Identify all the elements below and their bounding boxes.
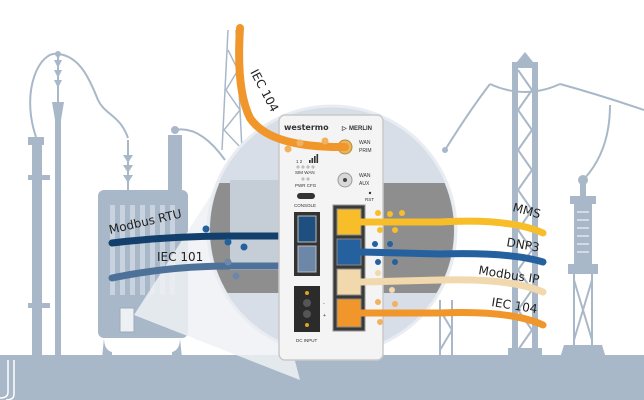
status-leds bbox=[296, 165, 315, 181]
label-iec-101: IEC 101 bbox=[157, 250, 203, 264]
cable-dots-right bbox=[372, 210, 405, 325]
wan-aux-connector-pin bbox=[343, 178, 347, 182]
dc-plus-label: + bbox=[323, 313, 326, 319]
right-insulator-post bbox=[560, 175, 606, 358]
product-logo-arrow-icon: ▷ bbox=[341, 125, 347, 132]
ethernet-port-1[interactable] bbox=[336, 208, 362, 236]
sim-numbers: 1 2 bbox=[296, 159, 303, 164]
wan-prim-label-2: PRIM bbox=[359, 148, 372, 154]
label-dnp3: DNP3 bbox=[505, 235, 540, 255]
cabinet-panel bbox=[230, 180, 285, 270]
dc-input-label: DC INPUT bbox=[296, 338, 318, 343]
wan-prim-label: WAN bbox=[359, 140, 371, 146]
sfp-ports bbox=[294, 212, 320, 276]
label-iec-104-top: IEC 104 bbox=[247, 67, 281, 114]
dc-input-connector[interactable] bbox=[294, 286, 320, 332]
cable-modbus-rtu bbox=[108, 232, 304, 247]
rst-label: RST bbox=[365, 197, 374, 202]
dc-minus-label: - bbox=[323, 301, 325, 307]
product-logo: ▷ MERLIN bbox=[341, 125, 372, 132]
wan-aux-label-2: AUX bbox=[359, 181, 370, 187]
sfp-port-1[interactable] bbox=[297, 215, 317, 243]
cable-mms bbox=[357, 217, 547, 237]
ethernet-port-2[interactable] bbox=[336, 238, 362, 266]
cable-iec-104-top bbox=[235, 24, 349, 152]
cable-dnp3 bbox=[357, 248, 547, 266]
left-insulator-column bbox=[28, 51, 129, 358]
cable-iec-101 bbox=[108, 262, 304, 282]
left-cables bbox=[108, 225, 304, 282]
cable-iec-104-right bbox=[357, 309, 547, 329]
small-lattice-tower bbox=[439, 300, 454, 358]
sfp-port-2[interactable] bbox=[297, 245, 317, 273]
lattice-tower-right bbox=[442, 52, 644, 358]
product-logo-text: MERLIN bbox=[349, 126, 372, 132]
ground-cable bbox=[0, 360, 9, 399]
ground bbox=[0, 355, 644, 400]
brand-logo: westermo bbox=[284, 123, 329, 132]
small-field-device bbox=[119, 307, 135, 333]
pwr-cfg-label: PWR CFG bbox=[295, 183, 317, 188]
cable-modbus-ip bbox=[357, 276, 547, 296]
substation-infrastructure bbox=[0, 29, 644, 400]
signal-bars-icon bbox=[309, 154, 319, 163]
ethernet-port-4[interactable] bbox=[336, 298, 362, 328]
router-device: westermo ▷ MERLIN WAN PRIM WAN AUX 1 2 S… bbox=[278, 114, 384, 361]
ethernet-port-3[interactable] bbox=[336, 268, 362, 296]
sim-wan-label: SIM WAN bbox=[295, 170, 315, 175]
cable-dots-top bbox=[284, 137, 329, 153]
wan-aux-label: WAN bbox=[359, 173, 371, 179]
console-label: CONSOLE bbox=[294, 203, 316, 208]
console-port[interactable] bbox=[297, 193, 315, 199]
right-cables bbox=[357, 217, 547, 329]
reset-button[interactable] bbox=[368, 191, 372, 195]
